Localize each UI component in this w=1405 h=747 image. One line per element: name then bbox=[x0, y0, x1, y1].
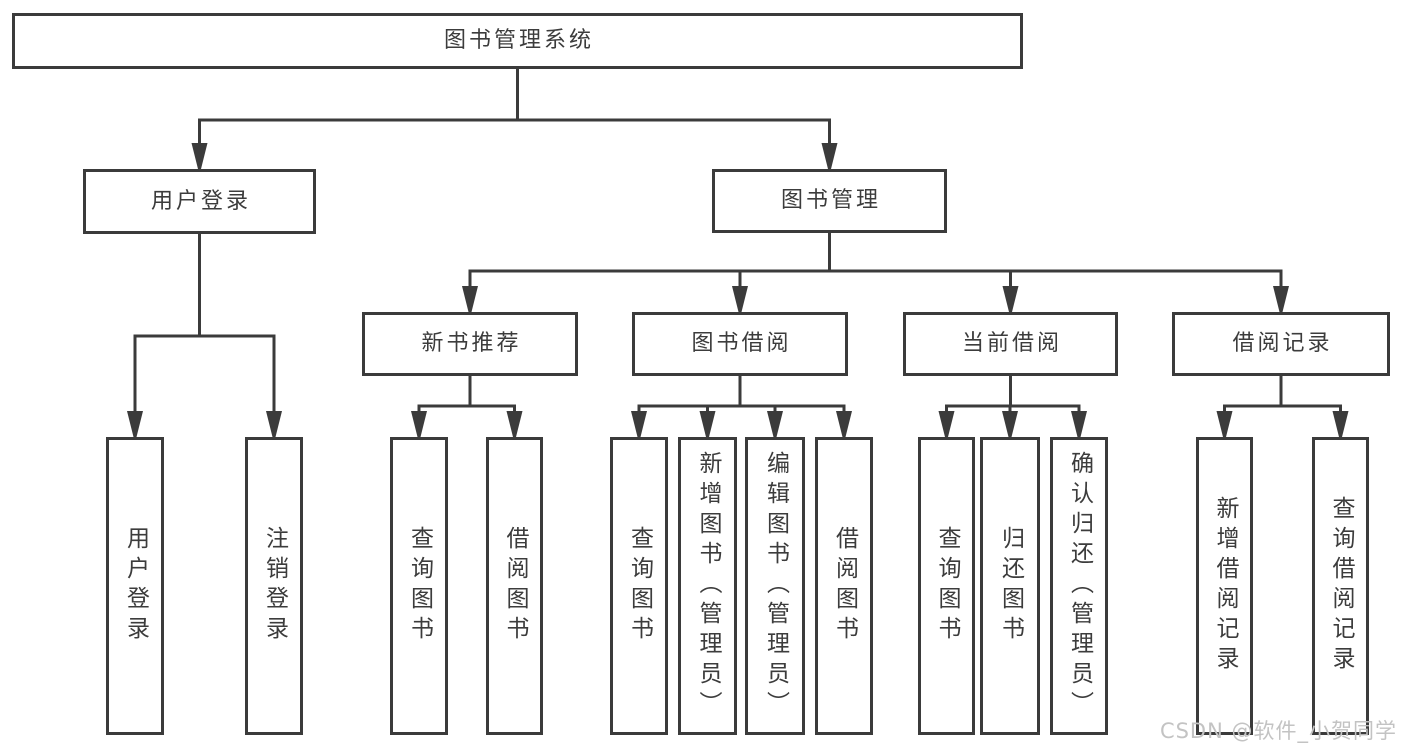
node-user-login: 用户登录 bbox=[83, 169, 316, 234]
node-add-books-admin: 新增图书（管理员） bbox=[678, 437, 737, 735]
node-label: 新增借阅记录 bbox=[1212, 496, 1238, 676]
node-label: 查询图书 bbox=[934, 526, 960, 646]
arrowhead-icon bbox=[1273, 286, 1289, 318]
node-borrowing-records: 借阅记录 bbox=[1172, 312, 1390, 376]
node-book-management: 图书管理 bbox=[712, 169, 947, 233]
arrowhead-icon bbox=[266, 411, 282, 443]
node-edit-books-admin: 编辑图书（管理员） bbox=[745, 437, 805, 735]
node-label: 用户登录 bbox=[122, 526, 149, 646]
node-book-borrowing: 图书借阅 bbox=[632, 312, 848, 376]
node-label: 新增图书（管理员） bbox=[695, 451, 721, 721]
arrowhead-icon bbox=[732, 286, 748, 318]
node-label: 确认归还（管理员） bbox=[1066, 451, 1093, 721]
node-current-borrowing: 当前借阅 bbox=[903, 312, 1118, 376]
node-add-borrow-record: 新增借阅记录 bbox=[1196, 437, 1253, 735]
node-borrow-books-2: 借阅图书 bbox=[815, 437, 873, 735]
node-label: 编辑图书（管理员） bbox=[762, 451, 789, 721]
arrowhead-icon bbox=[191, 143, 208, 175]
edge-borrowing-records bbox=[1216, 374, 1349, 443]
node-label: 借阅图书 bbox=[502, 526, 528, 646]
node-query-books-3: 查询图书 bbox=[918, 437, 975, 735]
node-return-books: 归还图书 bbox=[980, 437, 1040, 735]
edge-book-management bbox=[462, 231, 1289, 318]
arrowhead-icon bbox=[127, 411, 143, 443]
node-label: 当前借阅 bbox=[961, 331, 1062, 356]
node-label: 用户登录 bbox=[150, 188, 251, 214]
node-user-login-action: 用户登录 bbox=[106, 437, 164, 735]
arrowhead-icon bbox=[1216, 411, 1233, 443]
node-label: 新书推荐 bbox=[421, 331, 522, 356]
arrowhead-icon bbox=[411, 411, 427, 443]
arrowhead-icon bbox=[699, 411, 716, 443]
watermark: CSDN @软件_小贺同学 bbox=[1159, 719, 1397, 743]
arrowhead-icon bbox=[1071, 411, 1087, 443]
arrowhead-icon bbox=[938, 411, 955, 443]
node-book-management-system: 图书管理系统 bbox=[12, 13, 1023, 69]
node-label: 注销登录 bbox=[261, 526, 288, 646]
node-label: 图书借阅 bbox=[691, 331, 792, 356]
edge-user-login bbox=[127, 232, 282, 443]
arrowhead-icon bbox=[1002, 411, 1018, 443]
edge-new-book-recommend bbox=[411, 374, 523, 443]
edge-book-borrowing bbox=[631, 374, 852, 443]
node-label: 图书管理 bbox=[780, 188, 881, 213]
node-confirm-return-admin: 确认归还（管理员） bbox=[1050, 437, 1108, 735]
edge-book-management-system bbox=[191, 67, 838, 175]
arrowhead-icon bbox=[631, 411, 647, 443]
arrowhead-icon bbox=[462, 286, 478, 318]
node-query-books-2: 查询图书 bbox=[610, 437, 668, 735]
node-label: 借阅图书 bbox=[831, 526, 858, 646]
node-label: 查询图书 bbox=[626, 526, 653, 646]
node-label: 图书管理系统 bbox=[443, 28, 594, 53]
node-logout: 注销登录 bbox=[245, 437, 303, 735]
arrowhead-icon bbox=[821, 143, 838, 175]
arrowhead-icon bbox=[1002, 286, 1019, 318]
edge-current-borrowing bbox=[938, 374, 1087, 443]
node-query-books-1: 查询图书 bbox=[390, 437, 448, 735]
arrowhead-icon bbox=[836, 411, 852, 443]
node-query-borrow-record: 查询借阅记录 bbox=[1312, 437, 1369, 735]
arrowhead-icon bbox=[1332, 411, 1349, 443]
node-new-book-recommend: 新书推荐 bbox=[362, 312, 578, 376]
node-label: 借阅记录 bbox=[1232, 331, 1333, 356]
arrowhead-icon bbox=[767, 411, 783, 443]
node-borrow-books-1: 借阅图书 bbox=[486, 437, 543, 735]
node-label: 查询借阅记录 bbox=[1328, 496, 1354, 676]
arrowhead-icon bbox=[506, 411, 523, 443]
node-label: 查询图书 bbox=[406, 526, 433, 646]
node-label: 归还图书 bbox=[997, 526, 1024, 646]
